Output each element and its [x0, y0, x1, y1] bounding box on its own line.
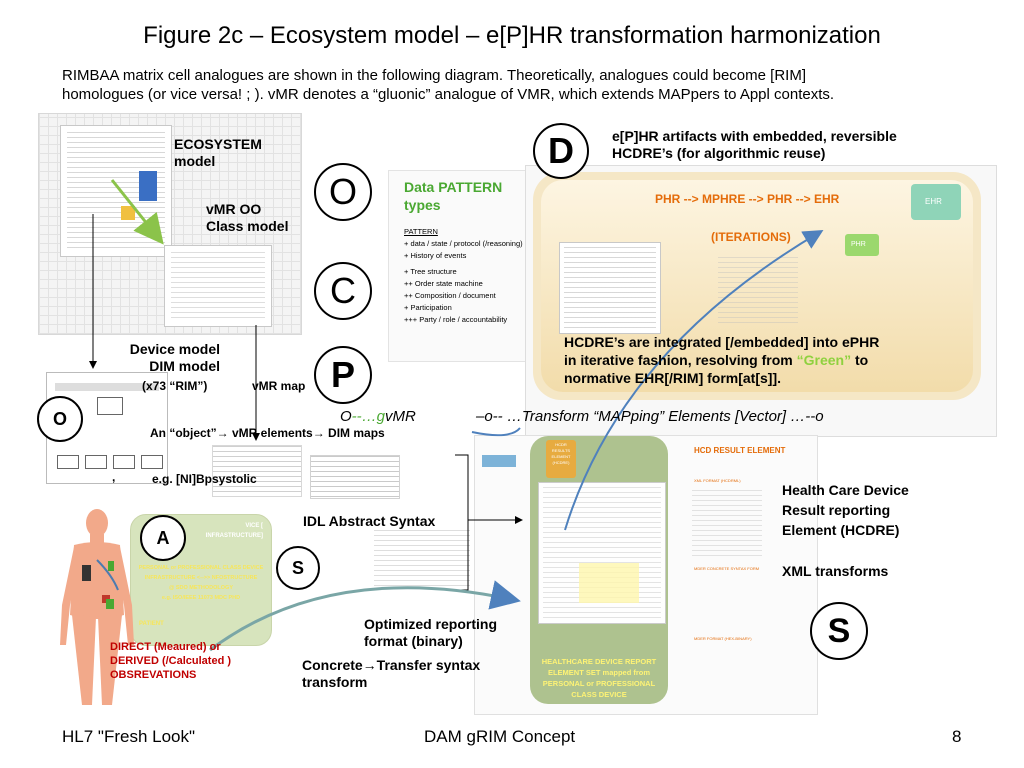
- intro-line-1: RIMBAA matrix cell analogues are shown i…: [62, 67, 806, 84]
- phr-chain-label: PHR --> MPHRE --> PHR --> EHR: [655, 192, 840, 206]
- phr-label: PHR: [851, 241, 866, 248]
- ephr-artifacts-label: e[P]HR artifacts with embedded, reversib…: [612, 128, 897, 161]
- circle-s-small: S: [276, 546, 320, 590]
- vmr-oo-class-label: vMR OO Class model: [206, 201, 289, 234]
- ecosystem-model-label: ECOSYSTEM model: [174, 136, 262, 169]
- hcd-xml-lines: [692, 490, 762, 560]
- pattern-header: PATTERN: [404, 227, 438, 236]
- pattern-item: ++ Order state machine: [404, 279, 483, 288]
- object-chain-label: An “object”→ vMR elements→ DIM maps: [150, 426, 385, 440]
- footer-center: DAM gRIM Concept: [424, 727, 576, 746]
- data-pattern-title: Data PATTERN types: [404, 179, 503, 213]
- x73-rim-label: (x73 “RIM”): [142, 379, 208, 393]
- pattern-item: ++ Composition / document: [404, 291, 496, 300]
- transform-mapping-label: –o-- …Transform “MAPping” Elements [Vect…: [476, 408, 824, 425]
- direct-derived-label: DIRECT (Meaured) or DERIVED (/Calculated…: [110, 641, 232, 681]
- footer-page-number: 8: [952, 727, 962, 746]
- idl-label: IDL Abstract Syntax: [303, 513, 436, 529]
- intro-text: RIMBAA matrix cell analogues are shown i…: [62, 66, 962, 104]
- hcd-report-panel: HCDR RESULTS ELEMENT (HCDRE) HEALTHCARE …: [530, 436, 668, 704]
- hcd-small-table: [482, 455, 516, 467]
- circle-o-small: O: [37, 396, 83, 442]
- hcd-format-hex: MDER FORMAT (HEX-BINARY): [694, 636, 752, 641]
- concrete-transfer-label: Concrete→Transfer syntax transform: [302, 657, 481, 690]
- data-pattern-thumbnail: [388, 170, 540, 362]
- hcd-report-caption: HEALTHCARE DEVICE REPORT ELEMENT SET map…: [541, 657, 657, 699]
- hcd-tree-thumbnail: [538, 482, 666, 624]
- ehr-label: EHR: [925, 197, 942, 206]
- circle-o-large: O: [314, 163, 372, 221]
- slide-title: Figure 2c – Ecosystem model – e[P]HR tra…: [143, 22, 881, 49]
- patient-body-illustration: [60, 509, 134, 705]
- pattern-item: + Tree structure: [404, 267, 457, 276]
- nibp-label: e.g. [NI]Bpsystolic: [152, 472, 257, 486]
- circle-d: D: [533, 123, 589, 179]
- green-highlight: “Green”: [796, 352, 852, 368]
- footer-left: HL7 "Fresh Look": [62, 727, 196, 746]
- iterations-label: (ITERATIONS): [711, 230, 791, 244]
- pattern-list: PATTERN + data / state / protocol (/reas…: [404, 226, 523, 326]
- device-dim-label: Device model DIM model: [129, 341, 220, 374]
- dim-map-table-thumbnail: [310, 455, 400, 499]
- circle-a: A: [140, 515, 186, 561]
- intro-line-2: homologues (or vice versa! ; ). vMR deno…: [62, 86, 835, 103]
- circle-p: P: [314, 346, 372, 404]
- ehr-shape: EHR: [911, 184, 961, 220]
- optimized-format-label: Optimized reporting format (binary): [364, 616, 497, 649]
- pattern-item: + data / state / protocol (/reasoning): [404, 239, 523, 248]
- hcdre-integrated-label: HCDRE’s are integrated [/embedded] into …: [564, 334, 880, 386]
- ovmr-label: O--…gvMR: [340, 408, 416, 425]
- device-panel-text: PERSONAL or PROFESSIONAL CLASS DEVICE IN…: [138, 565, 264, 601]
- separator-comma: ,: [112, 470, 116, 484]
- hcdre-definition-label: Health Care Device Result reporting Elem…: [782, 482, 909, 538]
- hcd-format-mder: MDER CONCRETE SYNTAX FORM: [694, 566, 760, 571]
- pattern-item: +++ Party / role / accountability: [404, 315, 508, 324]
- hcd-format-xml: XML FORMAT (HCDRML): [694, 478, 741, 483]
- circle-s-large: S: [810, 602, 868, 660]
- xml-transforms-label: XML transforms: [782, 563, 889, 579]
- vmr-class-model-thumbnail: [164, 245, 272, 327]
- ephr-panel: PHR --> MPHRE --> PHR --> EHR (ITERATION…: [533, 172, 981, 400]
- pattern-item: + Participation: [404, 303, 452, 312]
- vmr-map-thumbnail: [212, 445, 302, 497]
- hcd-result-element-title: HCD RESULT ELEMENT: [694, 446, 786, 455]
- ephr-table-thumbnail: [559, 242, 661, 334]
- circle-c: C: [314, 262, 372, 320]
- vmr-map-label: vMR map: [252, 379, 306, 393]
- phr-shape: PHR: [845, 234, 879, 256]
- pattern-item: + History of events: [404, 251, 467, 260]
- hcdr-results-box: HCDR RESULTS ELEMENT (HCDRE): [546, 440, 576, 478]
